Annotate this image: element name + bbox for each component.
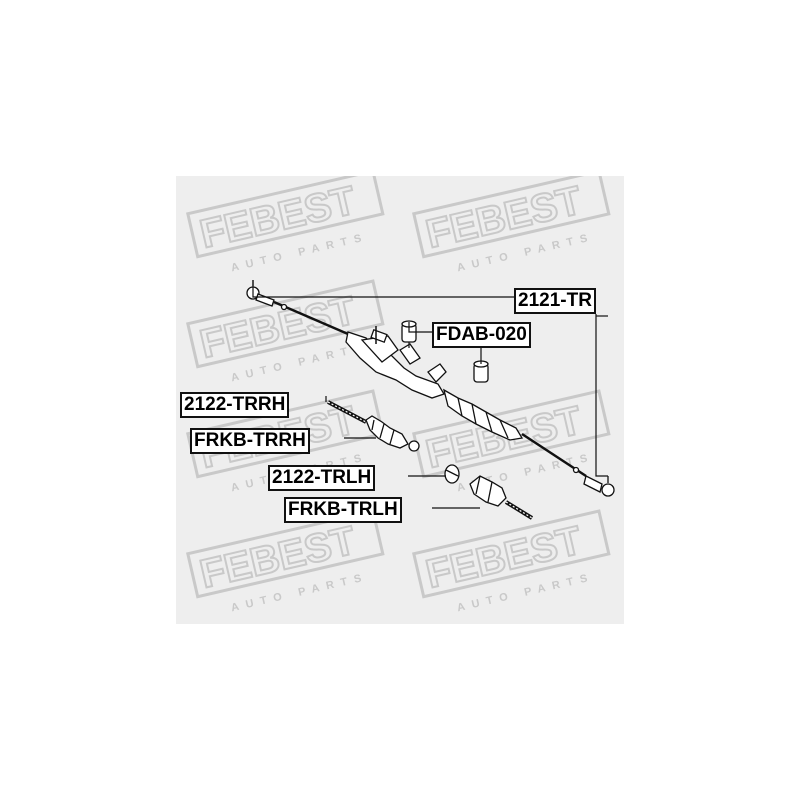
rack-bushing-bottom (473, 360, 489, 383)
callout-2121-tr: 2121-TR (514, 288, 596, 314)
leader-lines (252, 280, 608, 509)
callout-frkb-trlh: FRKB-TRLH (284, 497, 402, 523)
callout-2122-trlh: 2122-TRLH (268, 465, 376, 491)
boot-right-part (365, 415, 409, 449)
watermark-logo: FEBEST AUTO PARTS (186, 509, 385, 614)
callout-fdab-020-label: FDAB-020 (436, 324, 527, 345)
callout-2122-trrh-label: 2122-TRRH (184, 394, 286, 415)
callout-frkb-trrh-label: FRKB-TRRH (194, 430, 306, 451)
tie-rod-end-right (583, 475, 615, 497)
steering-rack-assembly (246, 280, 615, 520)
callout-2122-trrh: 2122-TRRH (180, 392, 290, 418)
inner-tie-rod-left-joint (444, 464, 460, 484)
callout-fdab-020: FDAB-020 (432, 322, 531, 348)
watermark-logo: FEBEST AUTO PARTS (412, 509, 611, 614)
callout-2121-tr-label: 2121-TR (518, 290, 592, 311)
boot-left-part (469, 475, 507, 507)
rack-housing (345, 331, 445, 399)
tie-rod-end-left (246, 280, 275, 307)
diagram-drawing: FEBEST AUTO PARTS FEBEST AUTO PARTS FEBE… (186, 176, 615, 614)
watermark-logo: FEBEST AUTO PARTS (412, 176, 611, 274)
callout-frkb-trlh-label: FRKB-TRLH (288, 499, 398, 520)
diagram-panel: FEBEST AUTO PARTS FEBEST AUTO PARTS FEBE… (176, 176, 624, 624)
callout-frkb-trrh: FRKB-TRRH (190, 428, 310, 454)
watermark-logo: FEBEST AUTO PARTS (186, 176, 385, 274)
callout-2122-trlh-label: 2122-TRLH (272, 467, 372, 488)
